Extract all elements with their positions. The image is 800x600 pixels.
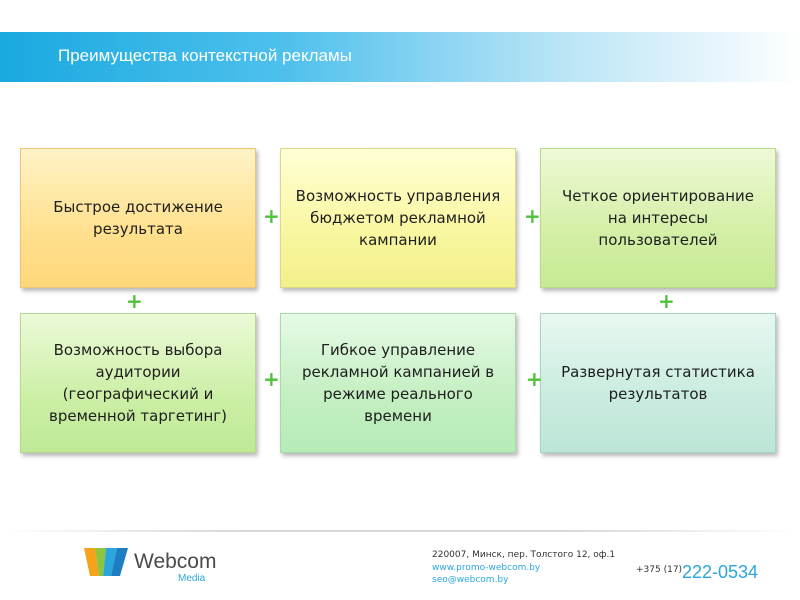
- plus-icon: +: [126, 289, 143, 313]
- box-line: Быстрое достижение: [53, 198, 223, 216]
- advantage-box-fast-results: Быстрое достижение результата: [20, 148, 256, 288]
- box-line: Четкое ориентирование: [562, 187, 754, 205]
- box-line: времени: [364, 407, 432, 425]
- brand-name: Webcom: [134, 550, 217, 573]
- plus-icon: +: [263, 204, 280, 228]
- box-line: (географический и: [62, 385, 214, 403]
- plus-icon: +: [263, 367, 280, 391]
- box-line: кампании: [359, 231, 437, 249]
- plus-icon: +: [526, 367, 543, 391]
- plus-icon: +: [524, 204, 541, 228]
- advantage-box-targeting-interests: Четкое ориентирование на интересы пользо…: [540, 148, 776, 288]
- website-link[interactable]: www.promo-webcom.by: [432, 563, 541, 573]
- box-line: временной таргетинг): [48, 407, 228, 425]
- advantage-box-statistics: Развернутая статистика результатов: [540, 313, 776, 453]
- box-line: Возможность управления: [295, 187, 501, 205]
- box-line: аудитории: [95, 363, 181, 381]
- advantage-box-budget-control: Возможность управления бюджетом рекламно…: [280, 148, 516, 288]
- phone-code: +375 (17): [636, 565, 683, 575]
- box-line: Развернутая статистика: [561, 363, 755, 381]
- box-line: Возможность выбора: [53, 341, 223, 359]
- box-line: режиме реального: [323, 385, 473, 403]
- plus-icon: +: [658, 289, 675, 313]
- box-line: Гибкое управление: [320, 341, 476, 359]
- brand-subtitle: Media: [178, 573, 206, 584]
- box-line: рекламной кампанией в: [301, 363, 495, 381]
- box-line: результата: [93, 220, 183, 238]
- box-line: пользователей: [598, 231, 718, 249]
- advantage-box-audience-selection: Возможность выбора аудитории (географиче…: [20, 313, 256, 453]
- phone-number: 222-0534: [682, 562, 759, 582]
- title-bar: Преимущества контекстной рекламы: [0, 32, 800, 82]
- box-line: на интересы: [607, 209, 709, 227]
- advantage-box-realtime-management: Гибкое управление рекламной кампанией в …: [280, 313, 516, 453]
- slide-title: Преимущества контекстной рекламы: [58, 46, 352, 65]
- footer-divider: [0, 530, 800, 532]
- email-link[interactable]: seo@webcom.by: [432, 575, 509, 585]
- box-line: результатов: [608, 385, 708, 403]
- webcom-logo-icon: [84, 548, 128, 576]
- address-text: 220007, Минск, пер. Толстого 12, оф.1: [432, 550, 616, 560]
- box-line: бюджетом рекламной: [310, 209, 486, 227]
